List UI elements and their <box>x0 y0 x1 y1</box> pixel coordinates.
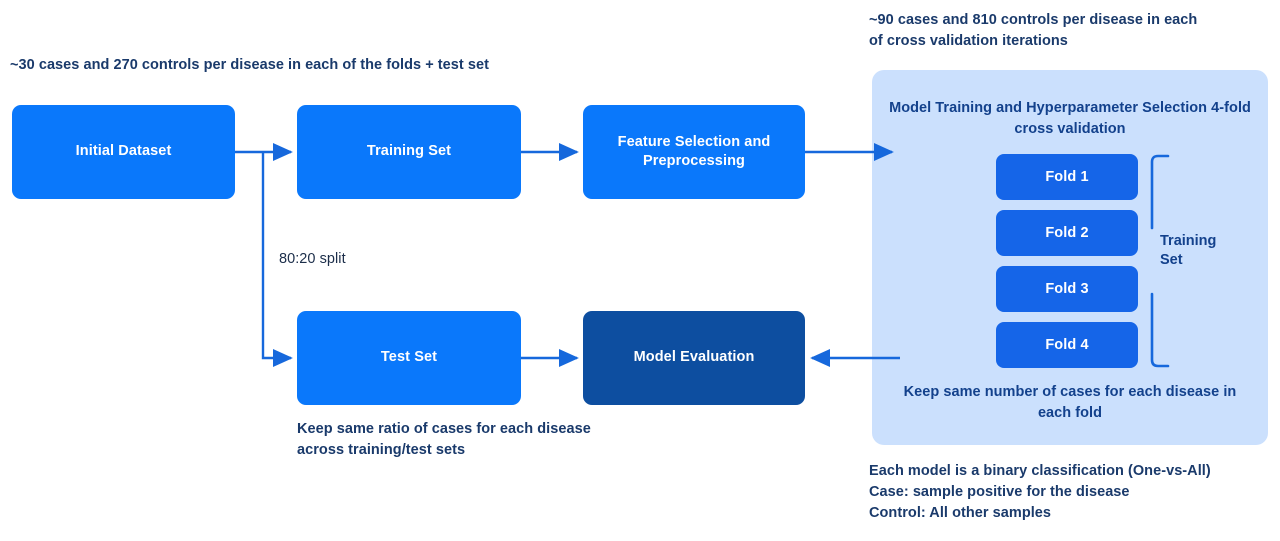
node-feature-selection-label: Feature Selection and Preprocessing <box>593 133 795 171</box>
cv-panel-heading-line-1: Model Training and Hyperparameter <box>889 100 1139 116</box>
note-case-ratio: Keep same ratio of cases for each diseas… <box>297 419 657 461</box>
training-set-bracket-label-line-1: Training <box>1160 233 1217 249</box>
node-initial-dataset[interactable]: Initial Dataset <box>12 105 235 199</box>
cross-validation-panel: Model Training and Hyperparameter Select… <box>872 70 1268 445</box>
cv-panel-heading-line-2: Selection 4-fold cross validation <box>1014 100 1251 137</box>
note-case-ratio-line-1: Keep same ratio of cases for each diseas… <box>297 421 591 437</box>
training-set-bracket-label: Training Set <box>1160 232 1234 270</box>
training-set-bracket-label-line-2: Set <box>1160 252 1183 269</box>
note-binary-classification-line-1: Each model is a binary classification (O… <box>869 463 1211 479</box>
note-case-ratio-line-2: across training/test sets <box>297 442 466 459</box>
node-training-set[interactable]: Training Set <box>297 105 521 199</box>
node-feature-selection-preprocessing[interactable]: Feature Selection and Preprocessing <box>583 105 805 199</box>
note-binary-classification-line-2: Case: sample positive for the disease <box>869 484 1130 501</box>
note-binary-classification: Each model is a binary classification (O… <box>869 461 1269 524</box>
node-feature-selection-line-1: Feature Selection and <box>617 133 771 150</box>
node-feature-selection-line-2: Preprocessing <box>642 153 746 169</box>
cv-panel-note-line-2: disease in each fold <box>1037 384 1237 421</box>
fold-box-3[interactable]: Fold 3 <box>996 266 1138 312</box>
cv-panel-heading: Model Training and Hyperparameter Select… <box>872 98 1268 139</box>
fold-box-4[interactable]: Fold 4 <box>996 322 1138 368</box>
note-sample-counts-folds-line-1: ~30 cases and 270 controls per disease i… <box>10 57 489 73</box>
note-sample-counts-cv-line-1: ~90 cases and 810 controls per disease i… <box>869 12 1198 28</box>
note-sample-counts-folds: ~30 cases and 270 controls per disease i… <box>10 55 630 76</box>
training-set-bracket-icon <box>1150 154 1170 368</box>
note-binary-classification-line-3: Control: All other samples <box>869 505 1052 522</box>
cv-panel-note: Keep same number of cases for each disea… <box>886 382 1254 423</box>
note-sample-counts-cv-line-2: of cross validation iterations <box>869 33 1068 50</box>
node-test-set[interactable]: Test Set <box>297 311 521 405</box>
fold-box-2[interactable]: Fold 2 <box>996 210 1138 256</box>
cv-panel-note-line-1: Keep same number of cases for each <box>903 384 1162 400</box>
fold-box-1[interactable]: Fold 1 <box>996 154 1138 200</box>
note-sample-counts-cv: ~90 cases and 810 controls per disease i… <box>869 10 1241 52</box>
note-split-ratio: 80:20 split <box>279 249 439 270</box>
note-split-ratio-line-1: 80:20 split <box>279 251 346 267</box>
node-model-evaluation[interactable]: Model Evaluation <box>583 311 805 405</box>
